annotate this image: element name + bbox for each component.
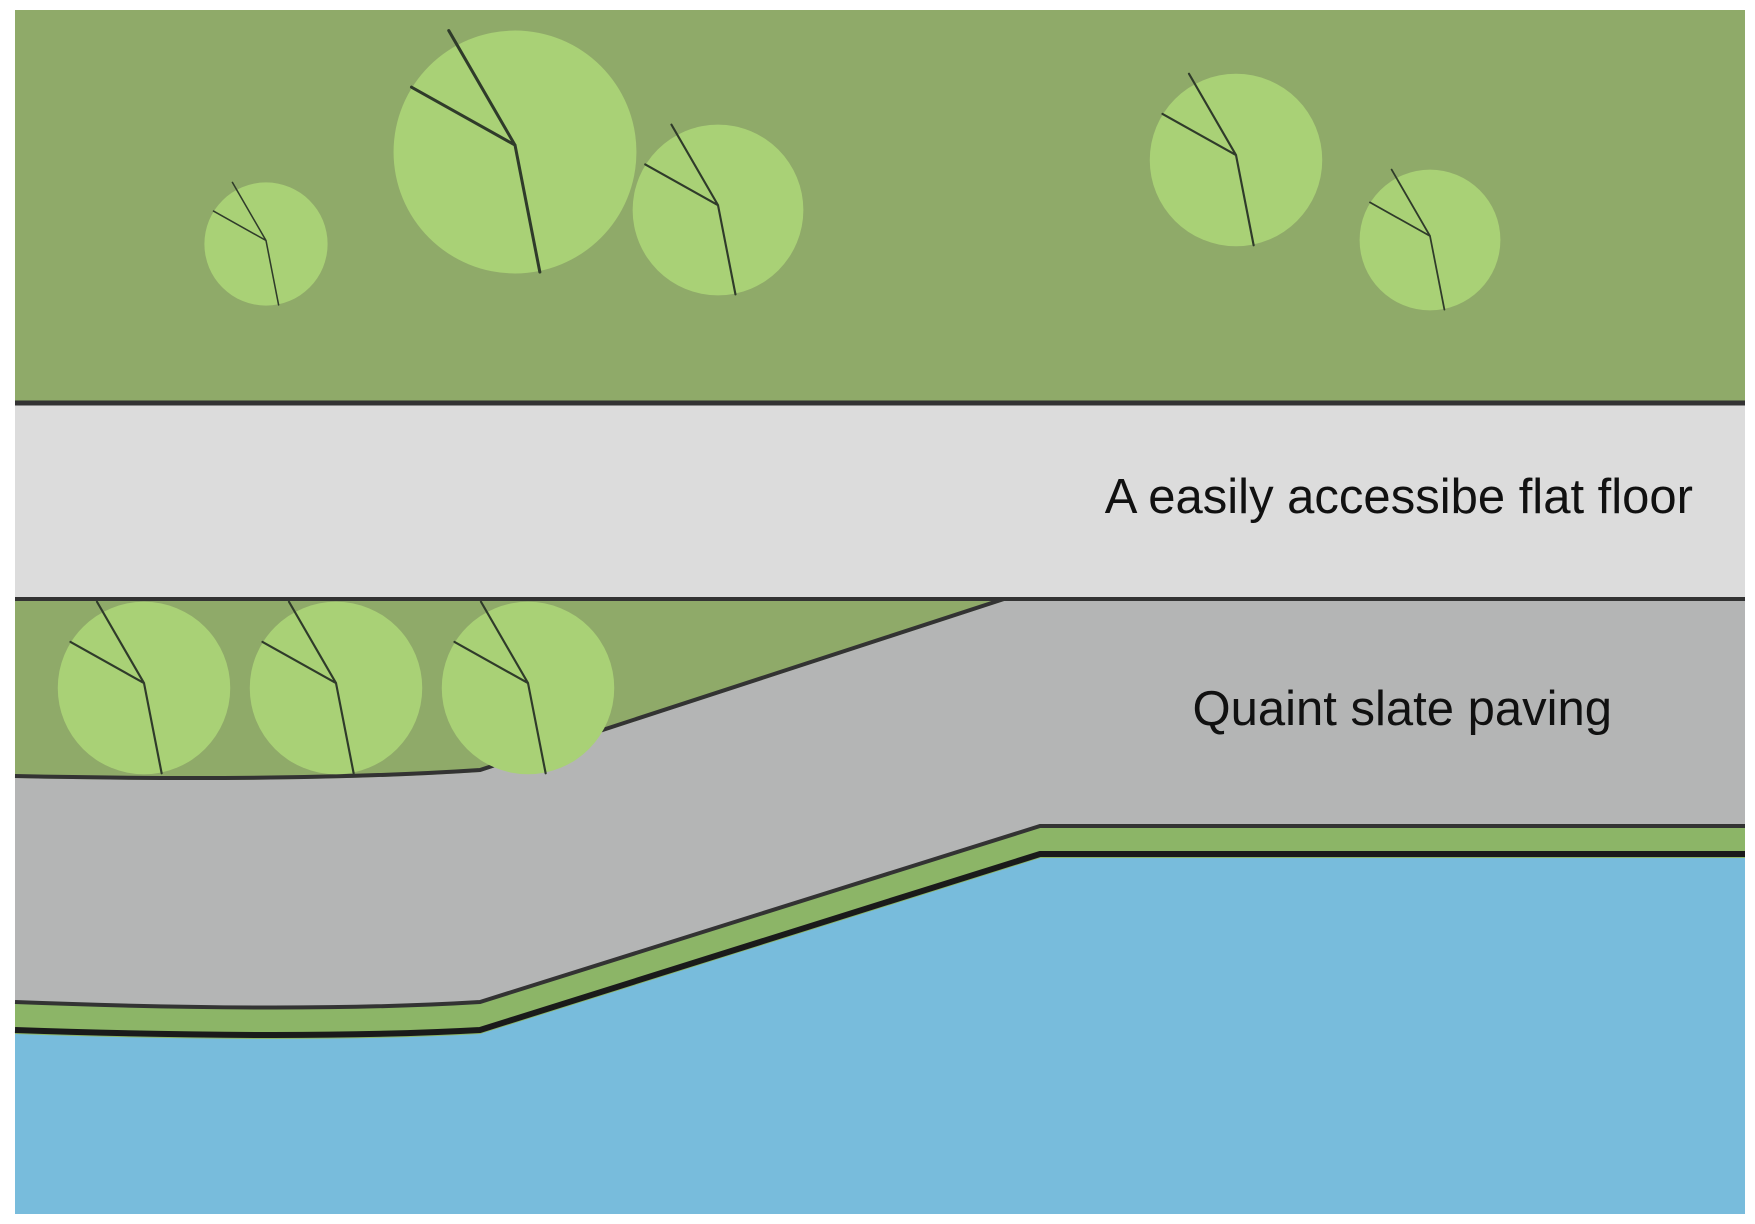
verge-strip [15, 827, 1745, 1039]
tree-icon [1149, 72, 1323, 247]
flat-floor-label: A easily accessibe flat floor [1105, 470, 1693, 524]
tree-icon [393, 29, 637, 274]
tree-branches [1369, 168, 1446, 311]
tree-branches [212, 181, 280, 306]
tree-branches [453, 600, 547, 775]
tree-icon [441, 600, 615, 775]
tree-branches [261, 600, 355, 775]
water-edge-line [14, 851, 1745, 1038]
slate-path-upper-edge [14, 595, 1011, 780]
tree-icon [57, 600, 231, 775]
tree-branches [1161, 72, 1255, 247]
tree-branches [409, 29, 542, 274]
flat-floor-band [15, 404, 1745, 598]
tree-icon [204, 181, 328, 306]
tree-branches [69, 600, 163, 775]
tree-icon [1359, 168, 1501, 311]
slate-paving-label: Quaint slate paving [1193, 682, 1613, 736]
slate-path-lower-edge [14, 824, 1745, 1010]
tree-icon [632, 123, 804, 296]
slate-paving-path [15, 599, 1745, 1007]
tree-branches [644, 123, 737, 296]
tree-icon [249, 600, 423, 775]
